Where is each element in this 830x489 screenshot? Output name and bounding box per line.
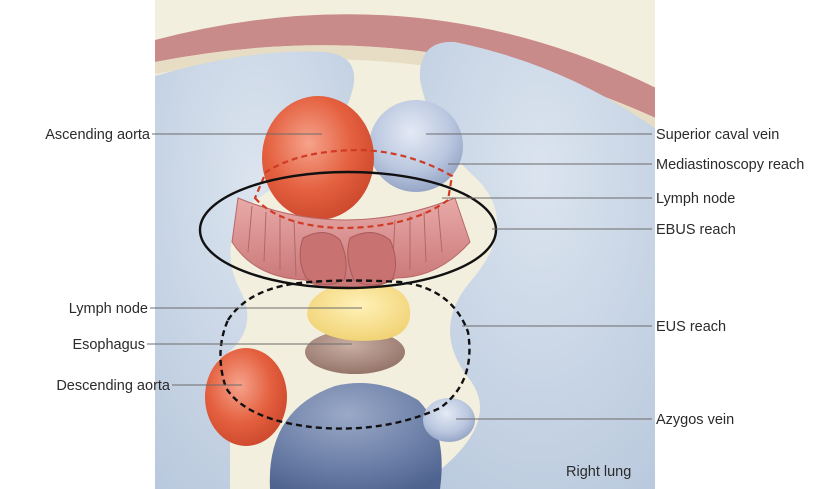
lymph-node-lobe-right bbox=[348, 232, 396, 285]
label-mediastinoscopy-reach: Mediastinoscopy reach bbox=[656, 157, 804, 173]
label-esophagus: Esophagus bbox=[72, 337, 145, 353]
label-ascending-aorta: Ascending aorta bbox=[45, 127, 151, 143]
descending-aorta bbox=[205, 348, 287, 446]
label-ebus-reach: EBUS reach bbox=[656, 222, 736, 238]
label-lymph-node-right: Lymph node bbox=[656, 191, 735, 207]
label-lymph-node-left: Lymph node bbox=[69, 301, 148, 317]
ascending-aorta-shape bbox=[262, 96, 374, 220]
label-azygos-vein: Azygos vein bbox=[656, 412, 734, 428]
label-descending-aorta: Descending aorta bbox=[56, 378, 171, 394]
label-superior-caval-vein: Superior caval vein bbox=[656, 127, 779, 143]
label-right-lung: Right lung bbox=[566, 464, 631, 480]
azygos-vein-shape bbox=[423, 398, 475, 442]
lymph-node-lobe-left bbox=[300, 232, 346, 284]
label-eus-reach: EUS reach bbox=[656, 319, 726, 335]
